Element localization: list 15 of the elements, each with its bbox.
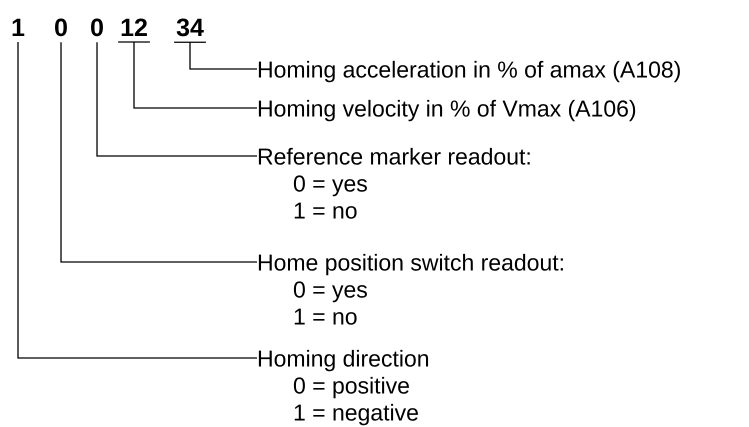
leader-line <box>60 42 257 263</box>
digit-code: 34 <box>174 18 206 43</box>
description-text: Home position switch readout: 0 = yes 1 = no <box>258 254 563 325</box>
leader-line <box>133 42 257 109</box>
leader-line <box>189 42 257 70</box>
description-text: Homing velocity in % of Vmax (A106) <box>258 100 636 122</box>
leader-line <box>17 42 257 359</box>
leader-line <box>96 42 257 157</box>
digit-code: 0 <box>91 18 103 36</box>
digit-code: 0 <box>55 18 67 36</box>
description-text: Homing acceleration in % of amax (A108) <box>258 60 680 82</box>
description-text: Homing direction 0 = positive 1 = negative <box>258 350 428 426</box>
digit-code: 12 <box>118 18 150 43</box>
digit-code: 1 <box>12 18 24 36</box>
description-text: Reference marker readout: 0 = yes 1 = no <box>258 148 530 219</box>
